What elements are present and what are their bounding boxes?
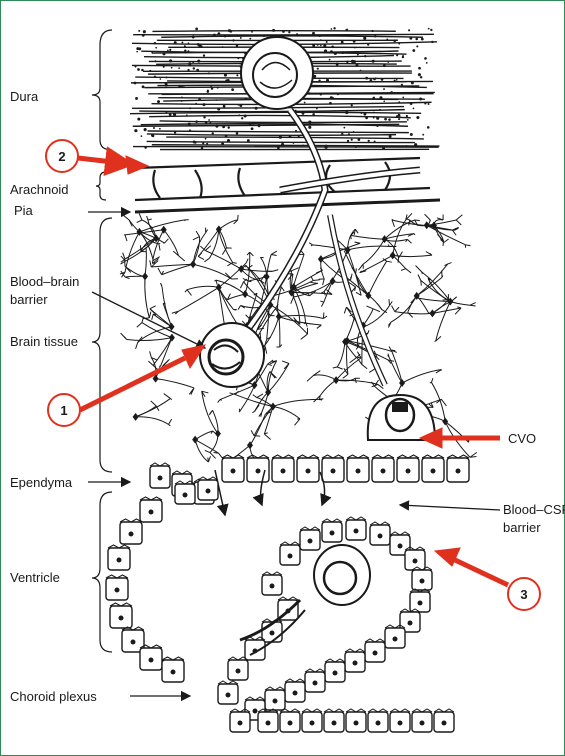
arachnoid-label: Arachnoid bbox=[10, 182, 69, 197]
pia-label: Pia bbox=[14, 203, 33, 218]
cvo-label: CVO bbox=[508, 431, 536, 446]
bbb-capillary bbox=[200, 323, 264, 387]
choroid-vessel bbox=[240, 545, 370, 655]
svg-text:3: 3 bbox=[520, 587, 527, 602]
marker-2: 2 bbox=[46, 140, 78, 172]
svg-text:1: 1 bbox=[60, 403, 67, 418]
dura-label: Dura bbox=[10, 89, 38, 104]
ependyma-label: Ependyma bbox=[10, 475, 72, 490]
arachnoid-layer bbox=[135, 158, 430, 200]
bcsf-label-line2: barrier bbox=[503, 520, 541, 535]
marker-1: 1 bbox=[48, 394, 80, 426]
svg-text:2: 2 bbox=[58, 149, 65, 164]
choroid-plexus-label: Choroid plexus bbox=[10, 689, 97, 704]
cvo-capillary bbox=[368, 395, 435, 440]
bcsf-label-line1: Blood–CSF bbox=[503, 502, 565, 517]
bbb-label-line1: Blood–brain bbox=[10, 274, 79, 289]
bbb-label-line2: barrier bbox=[10, 292, 48, 307]
ventricle-wall-cells bbox=[106, 477, 218, 682]
dura-vessel bbox=[241, 37, 313, 109]
pia-layer bbox=[135, 200, 440, 212]
ventricle-label: Ventricle bbox=[10, 570, 60, 585]
brain-tissue-label: Brain tissue bbox=[10, 334, 78, 349]
marker-3: 3 bbox=[508, 578, 540, 610]
